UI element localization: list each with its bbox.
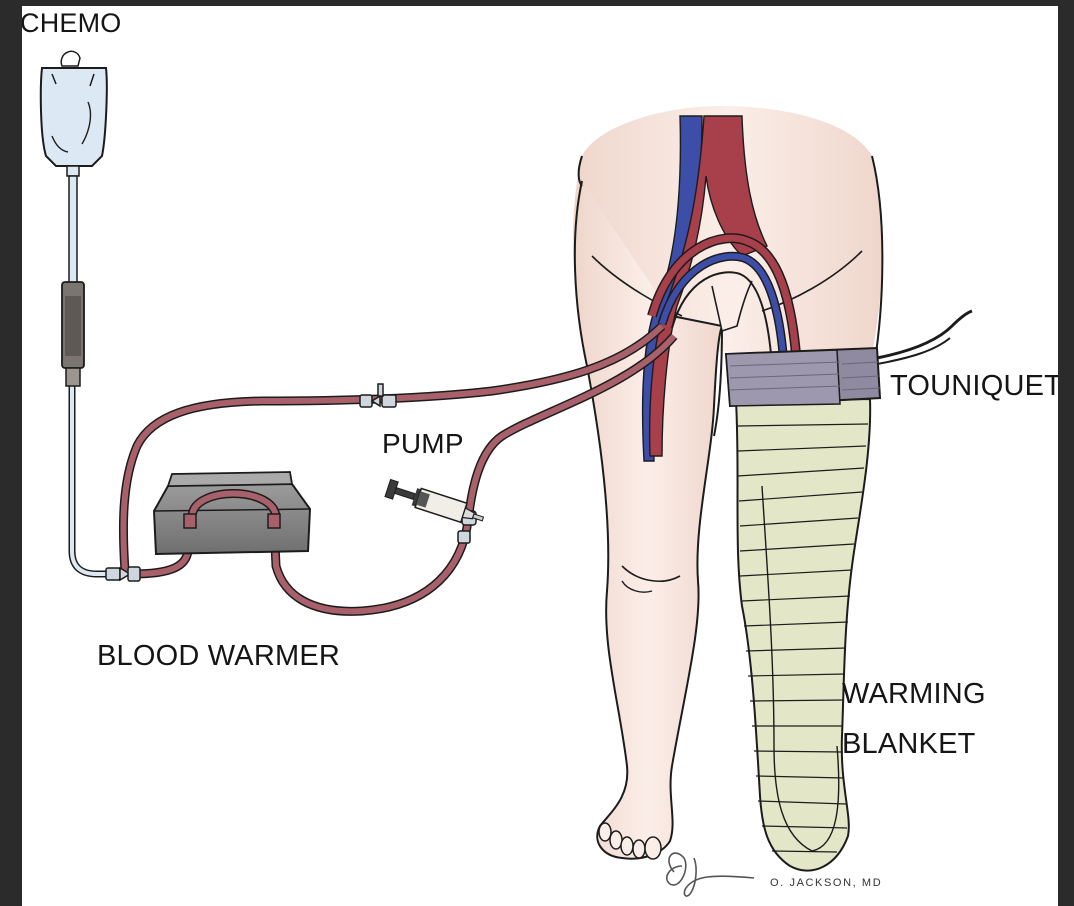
perfusion-tubing [72, 326, 674, 611]
chemo-line [72, 386, 122, 574]
pump-label: PUMP [382, 430, 464, 458]
blood-warmer [154, 472, 310, 554]
artist-signature-mark [667, 853, 754, 896]
warming-blanket-label-line2: BLANKET [842, 719, 986, 769]
warming-blanket-label-line1: WARMING [842, 669, 986, 719]
chemo-label: CHEMO [22, 10, 122, 37]
warming-blanket [736, 399, 870, 871]
isolated-limb-perfusion-illustration [22, 6, 1058, 906]
tourniquet-label: TOUNIQUET [890, 372, 1058, 401]
chemo-iv-bag [41, 51, 107, 386]
diagram-canvas: CHEMO PUMP BLOOD WARMER TOUNIQUET WARMIN… [22, 6, 1058, 906]
signature-text: O. JACKSON, MD [770, 877, 882, 889]
blood-warmer-label: BLOOD WARMER [97, 642, 340, 671]
warming-blanket-label: WARMING BLANKET [842, 669, 986, 769]
